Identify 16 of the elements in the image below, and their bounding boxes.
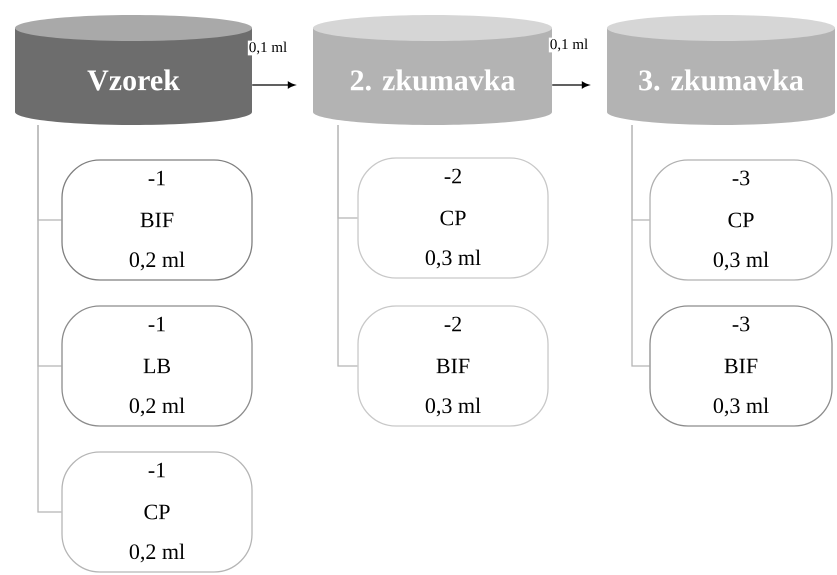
arrow: [552, 82, 590, 88]
tube-cylinder: 2. zkumavka: [313, 15, 552, 125]
dilution-box: -3 BIF 0,3 ml: [649, 305, 833, 427]
dilution-box: -1 CP 0,2 ml: [61, 451, 253, 573]
tube-cylinder: 3. zkumavka: [607, 15, 836, 125]
arrow: [252, 82, 296, 88]
dilution-box: -2 CP 0,3 ml: [357, 157, 549, 279]
dilution-box: -1 LB 0,2 ml: [61, 305, 253, 427]
connector-line: [337, 125, 358, 367]
dilution-box: -3 CP 0,3 ml: [649, 159, 833, 281]
dilution-box: -1 BIF 0,2 ml: [61, 159, 253, 281]
edge-label: 0,1 ml: [248, 40, 288, 56]
connector-line: [37, 125, 62, 513]
dilution-box: -2 BIF 0,3 ml: [357, 305, 549, 427]
edge-label: 0,1 ml: [548, 38, 590, 52]
connector-line: [631, 125, 650, 367]
